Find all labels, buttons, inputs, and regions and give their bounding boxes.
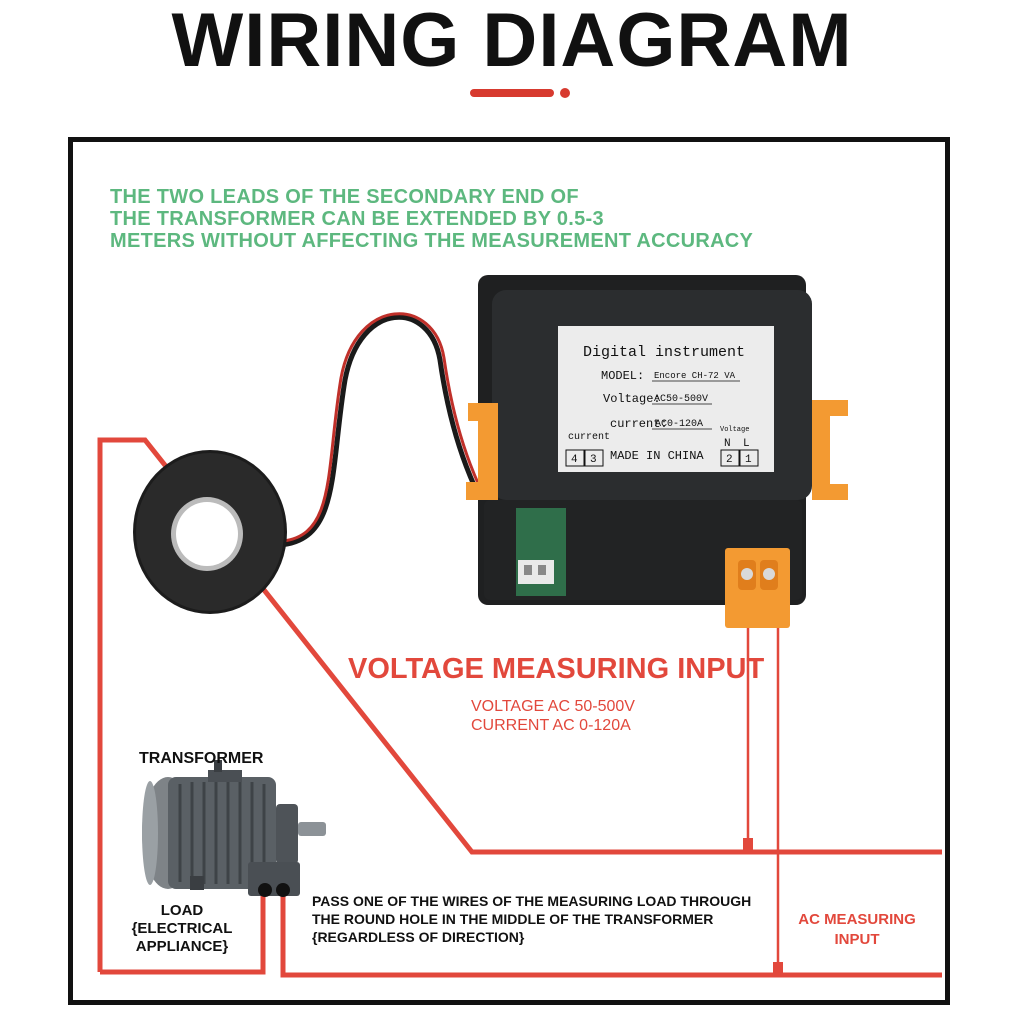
- pass-note-line: {REGARDLESS OF DIRECTION}: [312, 929, 525, 945]
- pass-note-line: THE ROUND HOLE IN THE MIDDLE OF THE TRAN…: [312, 911, 714, 927]
- load-line: {ELECTRICAL: [131, 920, 233, 937]
- terminal-2: 2: [726, 454, 733, 466]
- junction-dot: [743, 838, 753, 850]
- terminal-block: [725, 548, 790, 628]
- label-voltage-value: AC50-500V: [654, 394, 708, 405]
- pass-note-line: PASS ONE OF THE WIRES OF THE MEASURING L…: [312, 893, 752, 909]
- terminal-3: 3: [590, 454, 597, 466]
- red-wires: [97, 437, 942, 978]
- voltage-measuring-title: VOLTAGE MEASURING INPUT: [348, 653, 765, 685]
- current-spec: CURRENT AC 0-120A: [471, 717, 631, 734]
- label-current-title: current: [568, 432, 610, 443]
- voltage-spec: VOLTAGE AC 50-500V: [471, 698, 635, 715]
- load-label: LOAD {ELECTRICAL APPLIANCE}: [130, 902, 234, 956]
- page-title: WIRING DIAGRAM: [171, 0, 853, 83]
- pass-wire-note: PASS ONE OF THE WIRES OF THE MEASURING L…: [312, 892, 751, 946]
- digital-meter: Digital instrument MODEL: Encore CH-72 V…: [466, 275, 848, 628]
- meter-input-wires: [746, 600, 780, 975]
- label-current-key: current:: [610, 417, 668, 431]
- ac-input-line: INPUT: [834, 931, 880, 948]
- secondary-lead-red: [282, 312, 536, 579]
- ac-measuring-input-label: AC MEASURING INPUT: [793, 910, 921, 950]
- label-voltage-key: Voltage:: [603, 392, 661, 406]
- label-voltage-title: Voltage: [720, 426, 749, 434]
- label-model-value: Encore CH-72 VA: [654, 371, 736, 381]
- note-line: THE TWO LEADS OF THE SECONDARY END OF: [110, 186, 579, 208]
- extension-note: THE TWO LEADS OF THE SECONDARY END OF TH…: [110, 186, 810, 252]
- terminal-1: 1: [745, 454, 752, 466]
- transformer-label: TRANSFORMER: [139, 750, 264, 767]
- ac-input-line: AC MEASURING: [798, 911, 916, 928]
- label-heading: Digital instrument: [583, 344, 745, 361]
- label-current-value: AC0-120A: [655, 419, 703, 430]
- label-l: L: [743, 438, 750, 450]
- label-model-key: MODEL:: [601, 369, 644, 383]
- current-transformer-ring: [133, 450, 287, 614]
- note-line: METERS WITHOUT AFFECTING THE MEASUREMENT…: [110, 230, 754, 252]
- title-underline: [470, 88, 570, 98]
- terminal-4: 4: [571, 454, 578, 466]
- label-n: N: [724, 438, 731, 450]
- load-line: LOAD: [160, 902, 204, 919]
- meter-label-sticker: [558, 326, 774, 472]
- load-line: APPLIANCE}: [135, 938, 229, 955]
- diagram-frame: [68, 137, 950, 1005]
- secondary-lead-black: [279, 314, 533, 582]
- electric-motor: [142, 760, 326, 897]
- note-line: THE TRANSFORMER CAN BE EXTENDED BY 0.5-3: [110, 208, 604, 230]
- label-made-in: MADE IN CHINA: [610, 449, 704, 463]
- junction-dot: [773, 962, 783, 974]
